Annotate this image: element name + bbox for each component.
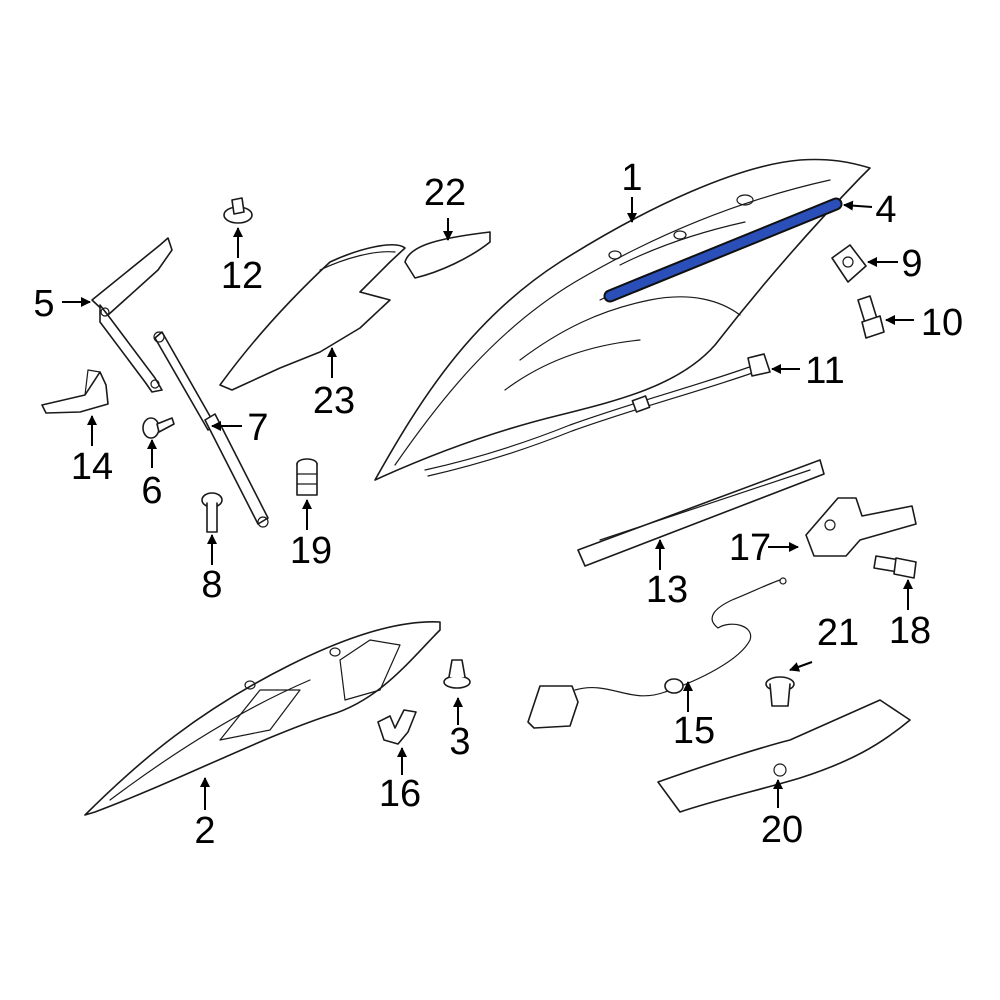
prop-rod[interactable] [424, 353, 771, 477]
callout-14: 14 [71, 446, 113, 488]
callout-21: 21 [817, 612, 859, 654]
push-pin[interactable] [443, 659, 471, 689]
support-bolt[interactable] [201, 492, 223, 533]
push-clip[interactable] [765, 676, 795, 707]
retainer-clip[interactable] [223, 197, 253, 224]
callout-18: 18 [889, 610, 931, 652]
callout-8: 8 [201, 564, 222, 606]
callout-2: 2 [194, 810, 215, 852]
hood-bumper[interactable] [296, 458, 318, 496]
callout-6: 6 [141, 470, 162, 512]
hood-insulator[interactable] [84, 621, 441, 816]
latch-bolt[interactable] [873, 555, 917, 579]
callout-22: 22 [424, 172, 466, 214]
hinge-bracket[interactable] [41, 369, 109, 414]
callout-23: 23 [313, 380, 355, 422]
callout-3: 3 [449, 721, 470, 763]
support-panel[interactable] [657, 699, 911, 813]
hood-scoop[interactable] [404, 231, 491, 279]
hood-latch[interactable] [805, 497, 917, 557]
release-cable[interactable] [527, 577, 787, 729]
callout-1: 1 [621, 157, 642, 199]
leader-lines [62, 197, 914, 810]
callout-5: 5 [33, 283, 54, 325]
callout-12: 12 [221, 255, 263, 297]
callout-labels: 1 2 3 4 5 6 7 8 9 10 11 12 13 14 15 16 1… [33, 157, 963, 852]
cable-clip[interactable] [377, 709, 417, 745]
callout-7: 7 [247, 407, 268, 449]
hood-hinge[interactable] [91, 237, 173, 393]
hood-seal-highlighted[interactable] [603, 197, 843, 303]
callout-10: 10 [921, 302, 963, 344]
hinge-bolt[interactable] [142, 417, 175, 439]
callout-11: 11 [805, 350, 844, 392]
callout-17: 17 [729, 527, 771, 569]
callout-20: 20 [761, 809, 803, 851]
callout-15: 15 [673, 710, 715, 752]
callout-16: 16 [379, 773, 421, 815]
callout-9: 9 [901, 243, 922, 285]
adjuster-bolt[interactable] [857, 295, 885, 339]
bumper-pad[interactable] [831, 244, 867, 283]
weatherstrip[interactable] [577, 459, 825, 567]
insulator-pad[interactable] [219, 244, 406, 391]
callout-19: 19 [290, 530, 332, 572]
callout-4: 4 [875, 189, 896, 231]
callout-13: 13 [646, 569, 688, 611]
